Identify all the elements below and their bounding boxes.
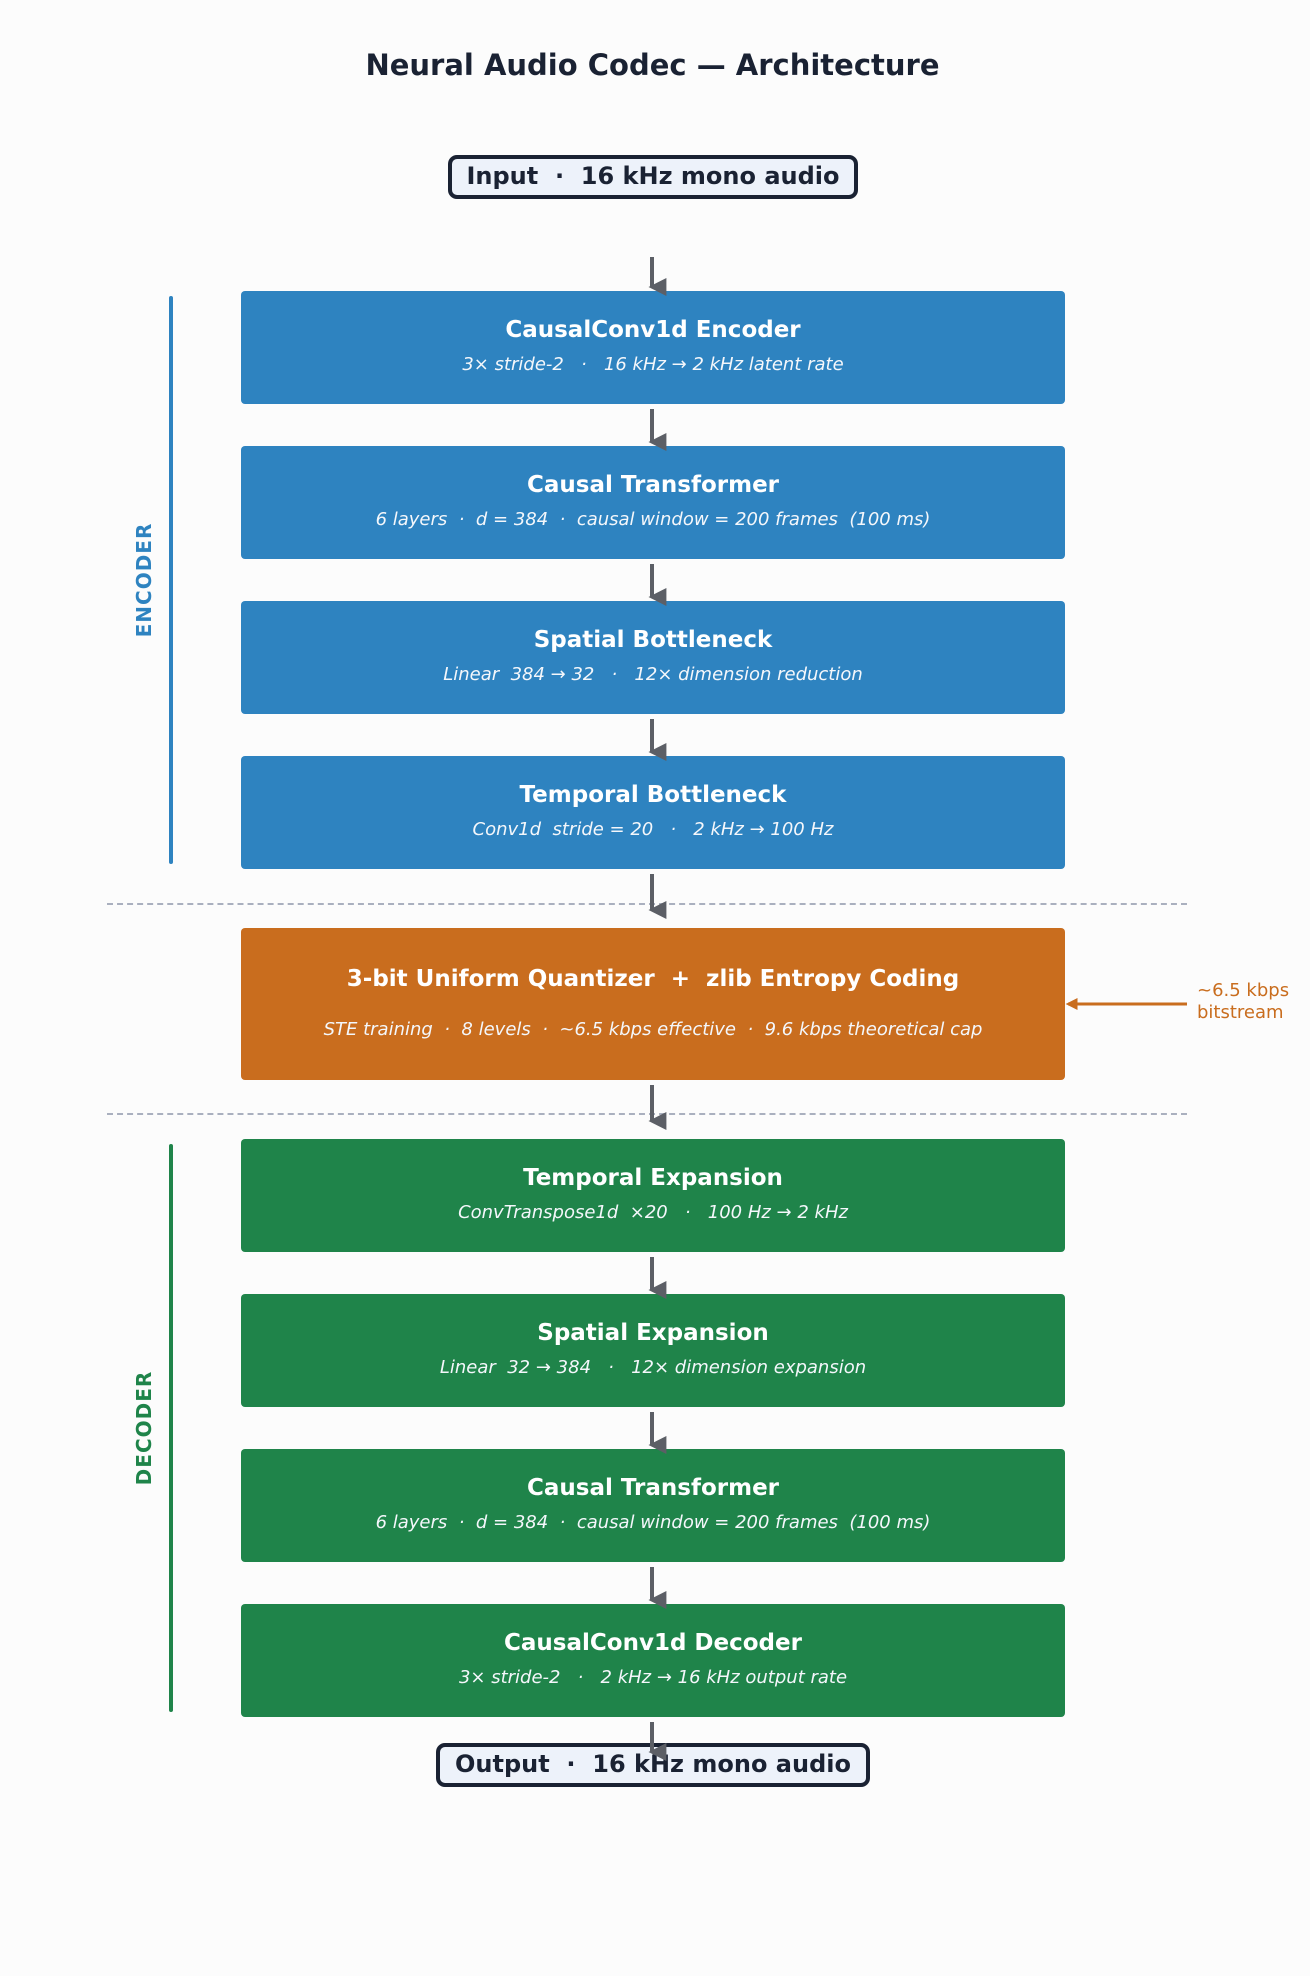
decoder-block-transformer: Causal Transformer 6 layers · d = 384 · … xyxy=(241,1449,1065,1562)
block-title: Causal Transformer xyxy=(526,1475,780,1501)
block-subtitle: STE training · 8 levels · ~6.5 kbps effe… xyxy=(323,1019,983,1040)
block-subtitle: 6 layers · d = 384 · causal window = 200… xyxy=(375,1512,931,1533)
encoder-block-causalconv: CausalConv1d Encoder 3× stride-2 · 16 kH… xyxy=(241,291,1065,404)
block-subtitle: Linear 32 → 384 · 12× dimension expansio… xyxy=(439,1357,867,1378)
decoder-separator xyxy=(107,1113,1187,1115)
block-title: Spatial Expansion xyxy=(537,1320,769,1346)
block-title: 3-bit Uniform Quantizer + zlib Entropy C… xyxy=(346,966,960,992)
bitstream-annotation: ~6.5 kbps bitstream xyxy=(1197,980,1289,1024)
diagram-title: Neural Audio Codec — Architecture xyxy=(365,48,940,82)
annotation-line: bitstream xyxy=(1197,1002,1284,1023)
annotation-line: ~6.5 kbps xyxy=(1197,980,1290,1001)
block-title: Temporal Expansion xyxy=(523,1165,783,1191)
block-subtitle: Conv1d stride = 20 · 2 kHz → 100 Hz xyxy=(472,819,834,840)
encoder-separator xyxy=(107,903,1187,905)
block-subtitle: 3× stride-2 · 16 kHz → 2 kHz latent rate xyxy=(462,354,844,375)
encoder-block-temporal-bottleneck: Temporal Bottleneck Conv1d stride = 20 ·… xyxy=(241,756,1065,869)
block-title: Temporal Bottleneck xyxy=(519,782,787,808)
block-title: Spatial Bottleneck xyxy=(533,627,773,653)
block-subtitle: 6 layers · d = 384 · causal window = 200… xyxy=(375,509,931,530)
decoder-block-causalconv: CausalConv1d Decoder 3× stride-2 · 2 kHz… xyxy=(241,1604,1065,1717)
decoder-bracket xyxy=(169,1144,173,1712)
quantizer-block: 3-bit Uniform Quantizer + zlib Entropy C… xyxy=(241,928,1065,1080)
block-subtitle: ConvTranspose1d ×20 · 100 Hz → 2 kHz xyxy=(458,1202,848,1223)
input-node: Input · 16 kHz mono audio xyxy=(448,155,858,199)
block-title: CausalConv1d Encoder xyxy=(505,317,801,343)
block-title: Causal Transformer xyxy=(526,472,780,498)
decoder-block-spatial-expansion: Spatial Expansion Linear 32 → 384 · 12× … xyxy=(241,1294,1065,1407)
block-subtitle: Linear 384 → 32 · 12× dimension reductio… xyxy=(443,664,863,685)
encoder-block-spatial-bottleneck: Spatial Bottleneck Linear 384 → 32 · 12×… xyxy=(241,601,1065,714)
decoder-block-temporal-expansion: Temporal Expansion ConvTranspose1d ×20 ·… xyxy=(241,1139,1065,1252)
encoder-bracket xyxy=(169,296,173,864)
encoder-block-transformer: Causal Transformer 6 layers · d = 384 · … xyxy=(241,446,1065,559)
output-node: Output · 16 kHz mono audio xyxy=(436,1743,870,1787)
block-subtitle: 3× stride-2 · 2 kHz → 16 kHz output rate xyxy=(458,1667,848,1688)
block-title: CausalConv1d Decoder xyxy=(504,1630,802,1656)
